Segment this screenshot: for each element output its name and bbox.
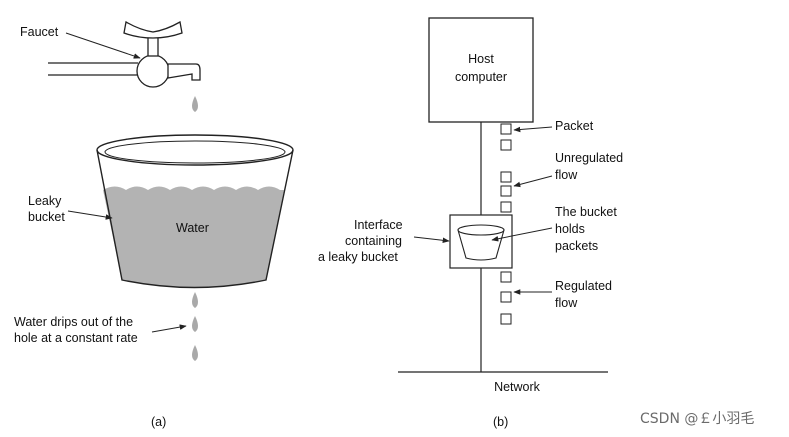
bucket-label-line1: Leaky (28, 194, 62, 208)
packets (500, 123, 512, 325)
packet-label: Packet (555, 119, 594, 133)
water-drops-bottom (192, 292, 198, 361)
packet-8 (500, 313, 512, 325)
bucket-holds-label-line2: holds (555, 222, 585, 236)
host-computer-box (428, 17, 534, 123)
packet-arrow (513, 126, 553, 133)
regulated-label-line2: flow (555, 296, 578, 310)
packet-2 (500, 139, 512, 151)
caption-a: (a) (151, 415, 166, 429)
host-label-line1: Host (468, 52, 494, 66)
faucet-arrow (65, 32, 141, 59)
interface-label-line1: Interface (354, 218, 403, 232)
caption-b: (b) (493, 415, 508, 429)
packet-1 (500, 123, 512, 135)
faucet-label: Faucet (20, 25, 59, 39)
packet-4 (500, 185, 512, 197)
bucket-label-line2: bucket (28, 210, 65, 224)
bucket-arrow (67, 210, 113, 220)
drip-label-line1: Water drips out of the (14, 315, 133, 329)
regulated-label-line1: Regulated (555, 279, 612, 293)
interface-arrow (413, 236, 450, 244)
unregulated-arrow (513, 175, 553, 188)
unregulated-label-line1: Unregulated (555, 151, 623, 165)
network-label: Network (494, 380, 541, 394)
water-label: Water (176, 221, 209, 235)
water-drop-top (192, 96, 198, 112)
bucket-holds-arrow (491, 227, 553, 242)
packet-7 (500, 291, 512, 303)
interface-label-line2: containing (345, 234, 402, 248)
watermark: CSDN @￡小羽毛 (640, 411, 754, 427)
faucet (48, 20, 201, 88)
bucket-holds-label-line3: packets (555, 239, 598, 253)
bucket-holds-label-line1: The bucket (555, 205, 617, 219)
interface-label-line3: a leaky bucket (318, 250, 398, 264)
packet-6 (500, 271, 512, 283)
drip-arrow (151, 324, 187, 333)
packet-5 (500, 201, 512, 213)
drip-label-line2: hole at a constant rate (14, 331, 138, 345)
unregulated-label-line2: flow (555, 168, 578, 182)
bucket (96, 134, 294, 289)
packet-3 (500, 171, 512, 183)
small-bucket (457, 224, 505, 261)
host-label-line2: computer (455, 70, 507, 84)
